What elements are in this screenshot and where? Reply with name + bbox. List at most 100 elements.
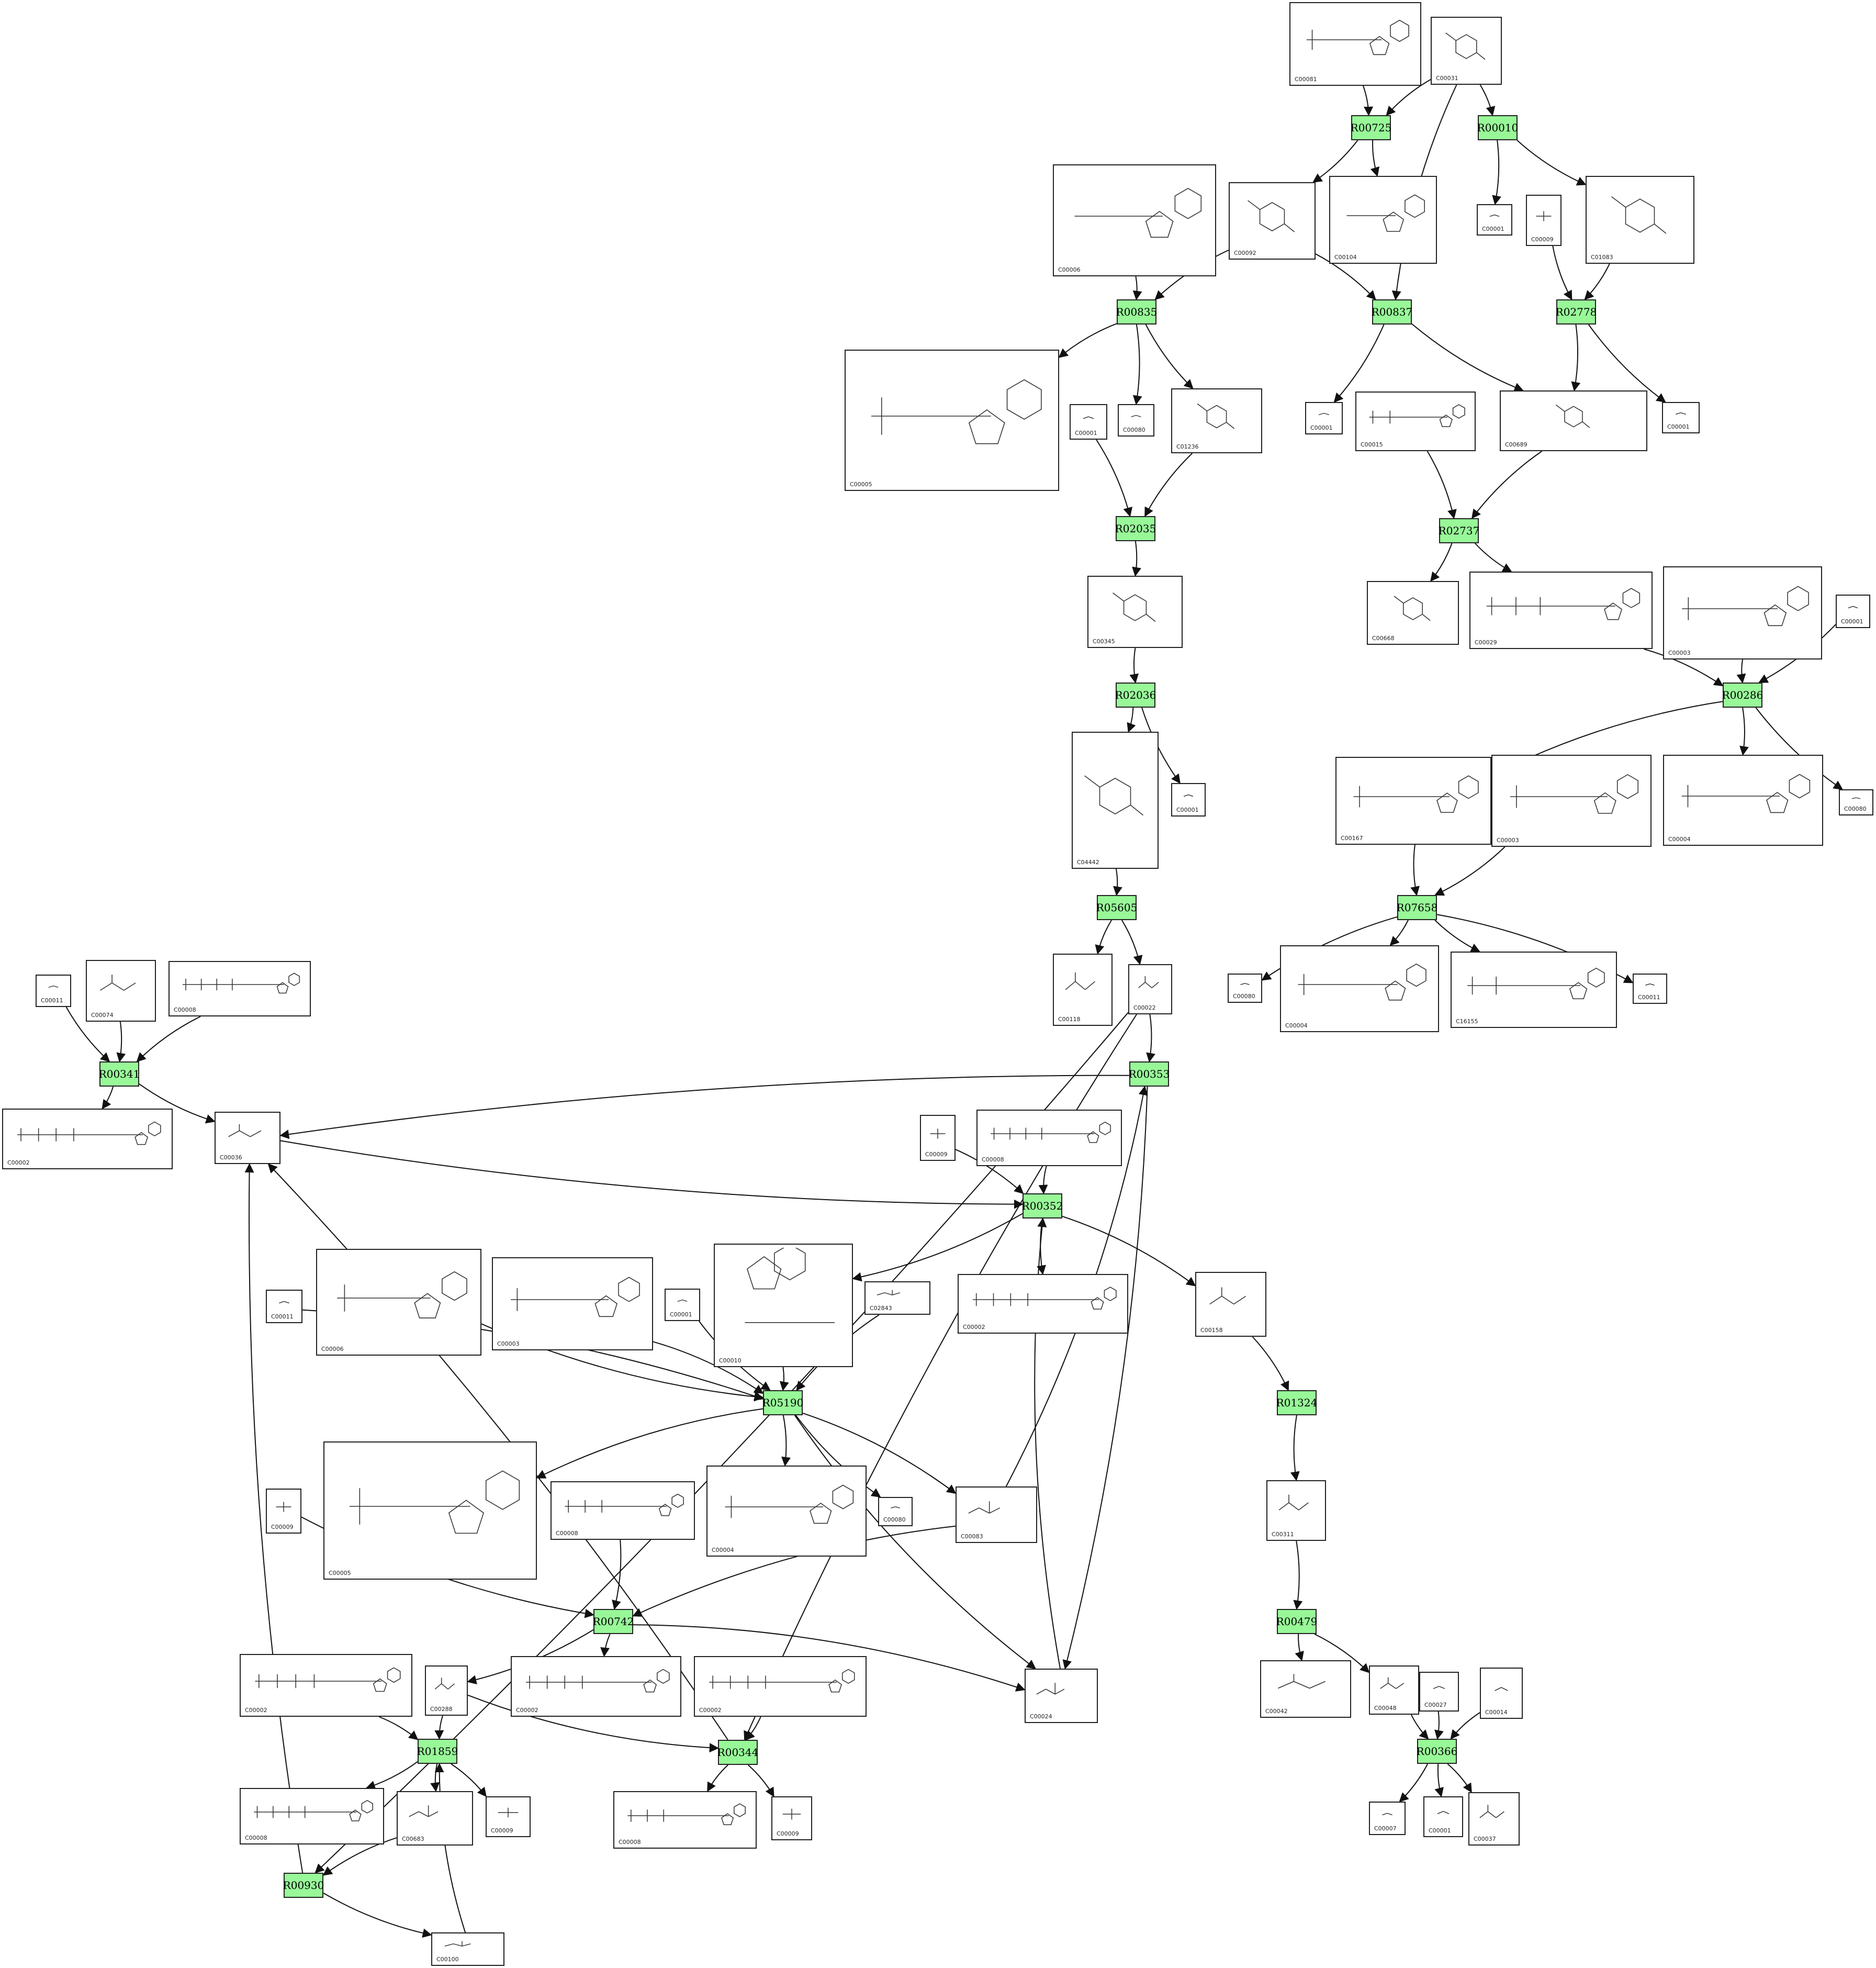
compound-node-c01236[interactable]: C01236 xyxy=(1171,388,1262,453)
compound-node-c00001[interactable]: C00001 xyxy=(1423,1796,1463,1837)
reaction-node-r02778[interactable]: R02778 xyxy=(1556,299,1597,325)
reaction-node-r05190[interactable]: R05190 xyxy=(762,1390,803,1415)
compound-node-c00009[interactable]: C00009 xyxy=(486,1796,531,1837)
compound-node-c00001[interactable]: C00001 xyxy=(1662,402,1700,433)
reaction-node-r07658[interactable]: R07658 xyxy=(1397,895,1437,920)
compound-node-c00008[interactable]: C00008 xyxy=(613,1791,757,1849)
compound-node-c00001[interactable]: C00001 xyxy=(665,1289,700,1321)
reaction-node-r00930[interactable]: R00930 xyxy=(283,1873,324,1898)
compound-node-c00024[interactable]: C00024 xyxy=(1025,1669,1098,1723)
reaction-node-r00366[interactable]: R00366 xyxy=(1417,1739,1457,1764)
compound-node-c00005[interactable]: C00005 xyxy=(323,1441,537,1580)
compound-node-c04442[interactable]: C04442 xyxy=(1072,732,1159,869)
compound-node-c00005[interactable]: C00005 xyxy=(845,350,1059,491)
reaction-node-r00341[interactable]: R00341 xyxy=(99,1061,140,1087)
compound-node-c00081[interactable]: C00081 xyxy=(1289,2,1421,86)
reaction-node-r00835[interactable]: R00835 xyxy=(1116,299,1157,325)
compound-node-c00080[interactable]: C00080 xyxy=(1839,789,1873,815)
compound-node-c00004[interactable]: C00004 xyxy=(1280,945,1439,1032)
compound-node-c00092[interactable]: C00092 xyxy=(1229,182,1316,260)
compound-node-c00668[interactable]: C00668 xyxy=(1367,581,1459,645)
compound-node-c01083[interactable]: C01083 xyxy=(1586,176,1694,264)
compound-node-c00009[interactable]: C00009 xyxy=(771,1796,812,1840)
compound-id-label: C00008 xyxy=(619,1839,641,1846)
reaction-node-r02737[interactable]: R02737 xyxy=(1439,518,1479,543)
reaction-node-r05605[interactable]: R05605 xyxy=(1096,895,1137,920)
compound-node-c00022[interactable]: C00022 xyxy=(1128,964,1172,1014)
compound-node-c00031[interactable]: C00031 xyxy=(1431,17,1502,85)
compound-id-label: C00001 xyxy=(670,1311,692,1318)
compound-node-c00689[interactable]: C00689 xyxy=(1500,390,1647,451)
compound-node-c00074[interactable]: C00074 xyxy=(86,960,156,1022)
compound-node-c00104[interactable]: C00104 xyxy=(1329,176,1437,264)
compound-node-c00683[interactable]: C00683 xyxy=(397,1791,473,1846)
compound-node-c00002[interactable]: C00002 xyxy=(2,1109,173,1169)
compound-node-c00008[interactable]: C00008 xyxy=(976,1110,1122,1166)
compound-node-c00009[interactable]: C00009 xyxy=(1526,195,1562,246)
compound-node-c00158[interactable]: C00158 xyxy=(1195,1272,1266,1337)
compound-node-c00004[interactable]: C00004 xyxy=(1663,755,1823,846)
compound-node-c00002[interactable]: C00002 xyxy=(240,1654,412,1717)
compound-node-c00010[interactable]: C00010 xyxy=(714,1244,853,1367)
reaction-node-r00479[interactable]: R00479 xyxy=(1276,1609,1317,1634)
reaction-node-r00353[interactable]: R00353 xyxy=(1129,1061,1170,1087)
reaction-node-r00837[interactable]: R00837 xyxy=(1372,299,1412,325)
compound-node-c00029[interactable]: C00029 xyxy=(1469,572,1653,649)
compound-node-c00100[interactable]: C00100 xyxy=(431,1932,504,1966)
compound-node-c16155[interactable]: C16155 xyxy=(1451,952,1617,1028)
compound-node-c00042[interactable]: C00042 xyxy=(1260,1660,1351,1718)
compound-node-c00008[interactable]: C00008 xyxy=(551,1481,695,1540)
compound-node-c00036[interactable]: C00036 xyxy=(215,1112,280,1164)
compound-node-c00001[interactable]: C00001 xyxy=(1171,783,1206,817)
compound-node-c00001[interactable]: C00001 xyxy=(1836,595,1870,628)
compound-node-c00311[interactable]: C00311 xyxy=(1266,1480,1326,1541)
compound-node-c00080[interactable]: C00080 xyxy=(1118,404,1154,437)
compound-node-c02843[interactable]: C02843 xyxy=(864,1281,930,1315)
compound-node-c00002[interactable]: C00002 xyxy=(958,1274,1128,1334)
compound-node-c00009[interactable]: C00009 xyxy=(920,1115,956,1161)
compound-node-c00011[interactable]: C00011 xyxy=(36,975,71,1007)
compound-node-c00003[interactable]: C00003 xyxy=(1663,566,1822,659)
compound-node-c00080[interactable]: C00080 xyxy=(878,1497,913,1526)
compound-node-c00083[interactable]: C00083 xyxy=(956,1486,1037,1543)
pathway-arrow xyxy=(747,1764,774,1797)
compound-node-c00037[interactable]: C00037 xyxy=(1468,1792,1520,1846)
compound-node-c00080[interactable]: C00080 xyxy=(1228,974,1262,1003)
reaction-node-r00344[interactable]: R00344 xyxy=(717,1740,758,1765)
reaction-node-r00742[interactable]: R00742 xyxy=(593,1609,634,1634)
compound-node-c00014[interactable]: C00014 xyxy=(1480,1668,1523,1719)
compound-id-label: C00683 xyxy=(402,1836,424,1842)
compound-node-c00006[interactable]: C00006 xyxy=(1053,164,1216,276)
reaction-node-r00286[interactable]: R00286 xyxy=(1722,683,1763,708)
reaction-node-r00010[interactable]: R00010 xyxy=(1477,115,1518,140)
compound-node-c00008[interactable]: C00008 xyxy=(240,1788,384,1844)
reaction-node-r02035[interactable]: R02035 xyxy=(1115,516,1156,541)
compound-node-c00027[interactable]: C00027 xyxy=(1419,1672,1459,1712)
compound-node-c00008[interactable]: C00008 xyxy=(168,961,311,1016)
compound-node-c00011[interactable]: C00011 xyxy=(266,1290,302,1323)
compound-node-c00015[interactable]: C00015 xyxy=(1355,392,1476,451)
compound-node-c00001[interactable]: C00001 xyxy=(1305,402,1343,434)
compound-node-c00011[interactable]: C00011 xyxy=(1633,974,1667,1004)
compound-node-c00167[interactable]: C00167 xyxy=(1335,757,1491,845)
compound-node-c00007[interactable]: C00007 xyxy=(1369,1802,1406,1835)
reaction-node-r01859[interactable]: R01859 xyxy=(417,1739,458,1764)
compound-node-c00288[interactable]: C00288 xyxy=(425,1665,468,1716)
reaction-node-r01324[interactable]: R01324 xyxy=(1276,1390,1317,1415)
compound-node-c00003[interactable]: C00003 xyxy=(492,1257,653,1350)
compound-node-c00002[interactable]: C00002 xyxy=(694,1656,867,1717)
compound-node-c00006[interactable]: C00006 xyxy=(316,1249,481,1356)
compound-node-c00001[interactable]: C00001 xyxy=(1477,204,1512,236)
compound-node-c00048[interactable]: C00048 xyxy=(1369,1665,1419,1715)
compound-id-label: C00100 xyxy=(436,1956,459,1963)
compound-node-c00118[interactable]: C00118 xyxy=(1053,954,1113,1026)
reaction-node-r00725[interactable]: R00725 xyxy=(1351,115,1391,140)
compound-node-c00004[interactable]: C00004 xyxy=(706,1466,867,1557)
compound-node-c00003[interactable]: C00003 xyxy=(1491,755,1652,847)
reaction-node-r02036[interactable]: R02036 xyxy=(1115,683,1156,708)
compound-node-c00345[interactable]: C00345 xyxy=(1087,576,1183,648)
compound-node-c00009[interactable]: C00009 xyxy=(266,1489,301,1534)
compound-node-c00001[interactable]: C00001 xyxy=(1070,404,1107,440)
reaction-node-r00352[interactable]: R00352 xyxy=(1022,1193,1063,1218)
compound-node-c00002[interactable]: C00002 xyxy=(511,1656,681,1717)
